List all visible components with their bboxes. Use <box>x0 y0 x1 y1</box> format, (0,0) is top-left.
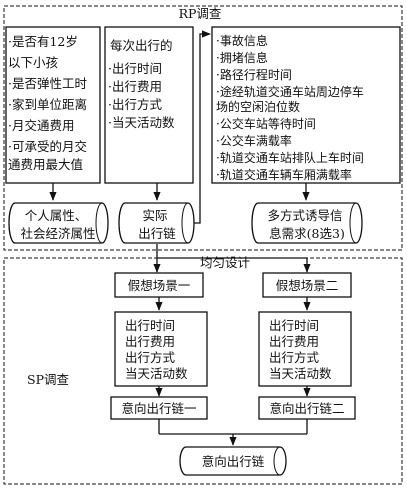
attrs2-line: 当天活动数 <box>269 366 332 381</box>
drum1-line: 个人属性、 <box>25 208 88 223</box>
rp-box3-line: ·公交车满载率 <box>216 133 292 148</box>
rp-box-trip-details <box>104 26 194 184</box>
drum-actual-trip-chain: 实际 出行链 <box>118 202 195 244</box>
attrs1-line: 出行费用 <box>125 334 175 349</box>
rp-box1-line: 通费用最大值 <box>8 157 83 172</box>
attrs2-line: 出行方式 <box>269 350 320 365</box>
attrs2-line: 出行时间 <box>269 318 319 333</box>
rp-box2-line: ·出行费用 <box>108 79 162 94</box>
rp-box2-line: 每次出行的 <box>110 38 173 53</box>
scenario-one-box <box>114 272 204 298</box>
drum-guidance-demand: 多方式诱导信 息需求(8选3) <box>251 202 363 244</box>
rp-box3-line: ·轨道交通车辆车厢满载率 <box>216 167 352 182</box>
drum1-text: 个人属性、 社会经济属性 <box>20 208 95 241</box>
drum-personal-socioeconomic: 个人属性、 社会经济属性 <box>8 202 109 244</box>
drum1-line: 社会经济属性 <box>20 226 95 241</box>
sp-section-frame <box>3 257 403 485</box>
drum-intended-trip-chain: 意向出行链 <box>179 446 287 476</box>
rp-box2-line: ·出行时间 <box>108 61 162 76</box>
scenario-one-attributes-box <box>114 311 208 387</box>
rp-box3-line: ·拥堵信息 <box>216 50 268 65</box>
scenario-one-label: 假想场景一 <box>128 278 191 293</box>
scenario-one-attributes-text: 出行时间 出行费用 出行方式 当天活动数 <box>125 318 188 381</box>
rp-box3-line: ·途经轨道交通车站周边停车 <box>216 84 364 99</box>
rp-box3-line: ·轨道交通车站排队上车时间 <box>216 150 364 165</box>
sp-section-title: SP调查 <box>27 372 69 387</box>
attrs1-line: 出行方式 <box>125 350 176 365</box>
scenario-two-label: 假想场景二 <box>276 278 339 293</box>
drum3-line: 息需求(8选3) <box>269 226 345 241</box>
connector-drum2-to-guidance <box>194 30 211 224</box>
rp-section-frame <box>3 5 403 251</box>
rp-box-trip-text: 每次出行的 ·出行时间 ·出行费用 ·出行方式 ·当天活动数 <box>108 38 177 130</box>
rp-box1-line: ·是否有12岁 <box>8 34 78 49</box>
intended-chain-one-label: 意向出行链一 <box>121 401 196 416</box>
rp-box3-line: ·公交车站等待时间 <box>216 116 316 131</box>
attrs1-line: 出行时间 <box>125 318 175 333</box>
rp-box2-line: ·当天活动数 <box>108 115 175 130</box>
rp-box-guidance-text: ·事故信息 ·拥堵信息 ·路径行程时间 ·途经轨道交通车站周边停车 场的空闲泊位… <box>216 33 368 182</box>
rp-box1-line: ·是否弹性工时 <box>8 76 87 91</box>
drum3-text: 多方式诱导信 息需求(8选3) <box>268 208 347 241</box>
rp-box-personal-text: ·是否有12岁 以下小孩 ·是否弹性工时 ·家到单位距离 ·月交通费用 ·可承受… <box>8 34 91 172</box>
rp-box1-line: ·家到单位距离 <box>8 97 87 112</box>
rp-box3-line: 场的空闲泊位数 <box>216 99 300 114</box>
scenario-two-attributes-box <box>258 311 352 387</box>
sp-design-label: 均匀设计 <box>200 255 250 270</box>
rp-box2-line: ·出行方式 <box>108 97 162 112</box>
attrs2-line: 出行费用 <box>269 334 319 349</box>
final-chain-label: 意向出行链 <box>202 454 265 469</box>
drum3-line: 多方式诱导信 <box>268 208 343 223</box>
drum2-line: 实际 <box>143 208 168 223</box>
rp-box1-line: 以下小孩 <box>8 55 58 70</box>
drum2-text: 实际 出行链 <box>138 208 176 241</box>
rp-box1-line: ·可承受的月交 <box>8 139 87 154</box>
drum2-line: 出行链 <box>138 226 176 241</box>
scenario-two-box <box>262 272 352 298</box>
rp-section-title: RP调查 <box>179 6 222 21</box>
rp-box3-line: ·事故信息 <box>216 33 268 48</box>
rp-box3-line: ·路径行程时间 <box>216 67 292 82</box>
attrs1-line: 当天活动数 <box>125 366 188 381</box>
rp-box1-line: ·月交通费用 <box>8 118 74 133</box>
rp-box-guidance-info <box>211 26 401 184</box>
intended-chain-two-label: 意向出行链二 <box>269 401 344 416</box>
scenario-two-attributes-text: 出行时间 出行费用 出行方式 当天活动数 <box>269 318 332 381</box>
